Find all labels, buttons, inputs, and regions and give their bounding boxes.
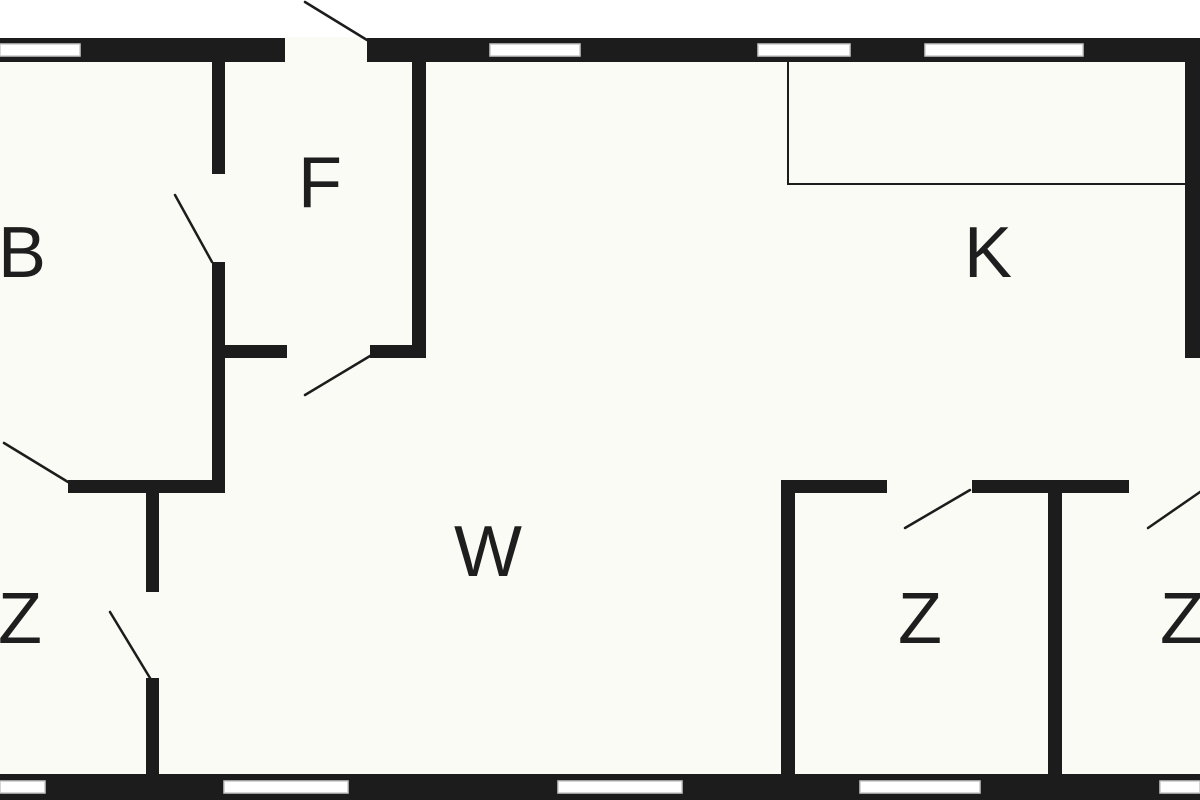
- bedroom-left-door-leaf-top: [2, 441, 70, 484]
- wall-bathroom-right-lower: [212, 262, 225, 492]
- floor-area: [0, 48, 1200, 788]
- wall-closet-right: [412, 62, 426, 358]
- wall-bedroom-middle-top-left: [781, 480, 887, 493]
- window-top-2: [489, 43, 581, 57]
- wall-closet-bottom-right: [370, 345, 426, 358]
- bedroom-left-door-leaf: [108, 610, 152, 680]
- wall-bedroom-left-right-upper: [146, 492, 159, 592]
- window-bottom-4: [859, 780, 981, 794]
- room-label-bedroom-left: Z: [0, 579, 42, 659]
- closet-door-leaf: [303, 354, 372, 397]
- wall-bathroom-right-upper: [212, 62, 225, 174]
- wall-closet-bottom-left: [225, 345, 287, 358]
- room-label-closet: F: [298, 143, 342, 223]
- entrance-door-opening: [285, 37, 367, 63]
- window-bottom-1: [0, 780, 46, 794]
- window-top-1: [0, 43, 81, 57]
- wall-kitchen-right: [1185, 62, 1200, 358]
- room-label-bedroom-middle: Z: [898, 579, 942, 659]
- room-label-kitchen: K: [964, 213, 1012, 293]
- wall-bedrooms-divider: [1048, 480, 1062, 776]
- entrance-door-leaf: [303, 0, 369, 42]
- window-bottom-5: [1159, 780, 1200, 794]
- wall-bedroom-left-right-lower: [146, 678, 159, 778]
- bedroom-right-door-leaf: [1146, 490, 1200, 530]
- room-label-living: W: [454, 512, 522, 592]
- wall-bedroom-middle-left: [781, 480, 795, 776]
- room-label-bathroom: B: [0, 213, 46, 293]
- window-bottom-3: [557, 780, 683, 794]
- bathroom-door-leaf: [173, 193, 214, 264]
- window-top-4: [924, 43, 1084, 57]
- room-label-bedroom-right: Z: [1160, 579, 1200, 659]
- bedroom-middle-door-leaf: [903, 488, 972, 530]
- window-top-3: [757, 43, 851, 57]
- kitchen-counter: [787, 62, 1185, 185]
- wall-bathroom-bottom: [68, 480, 225, 493]
- window-bottom-2: [223, 780, 349, 794]
